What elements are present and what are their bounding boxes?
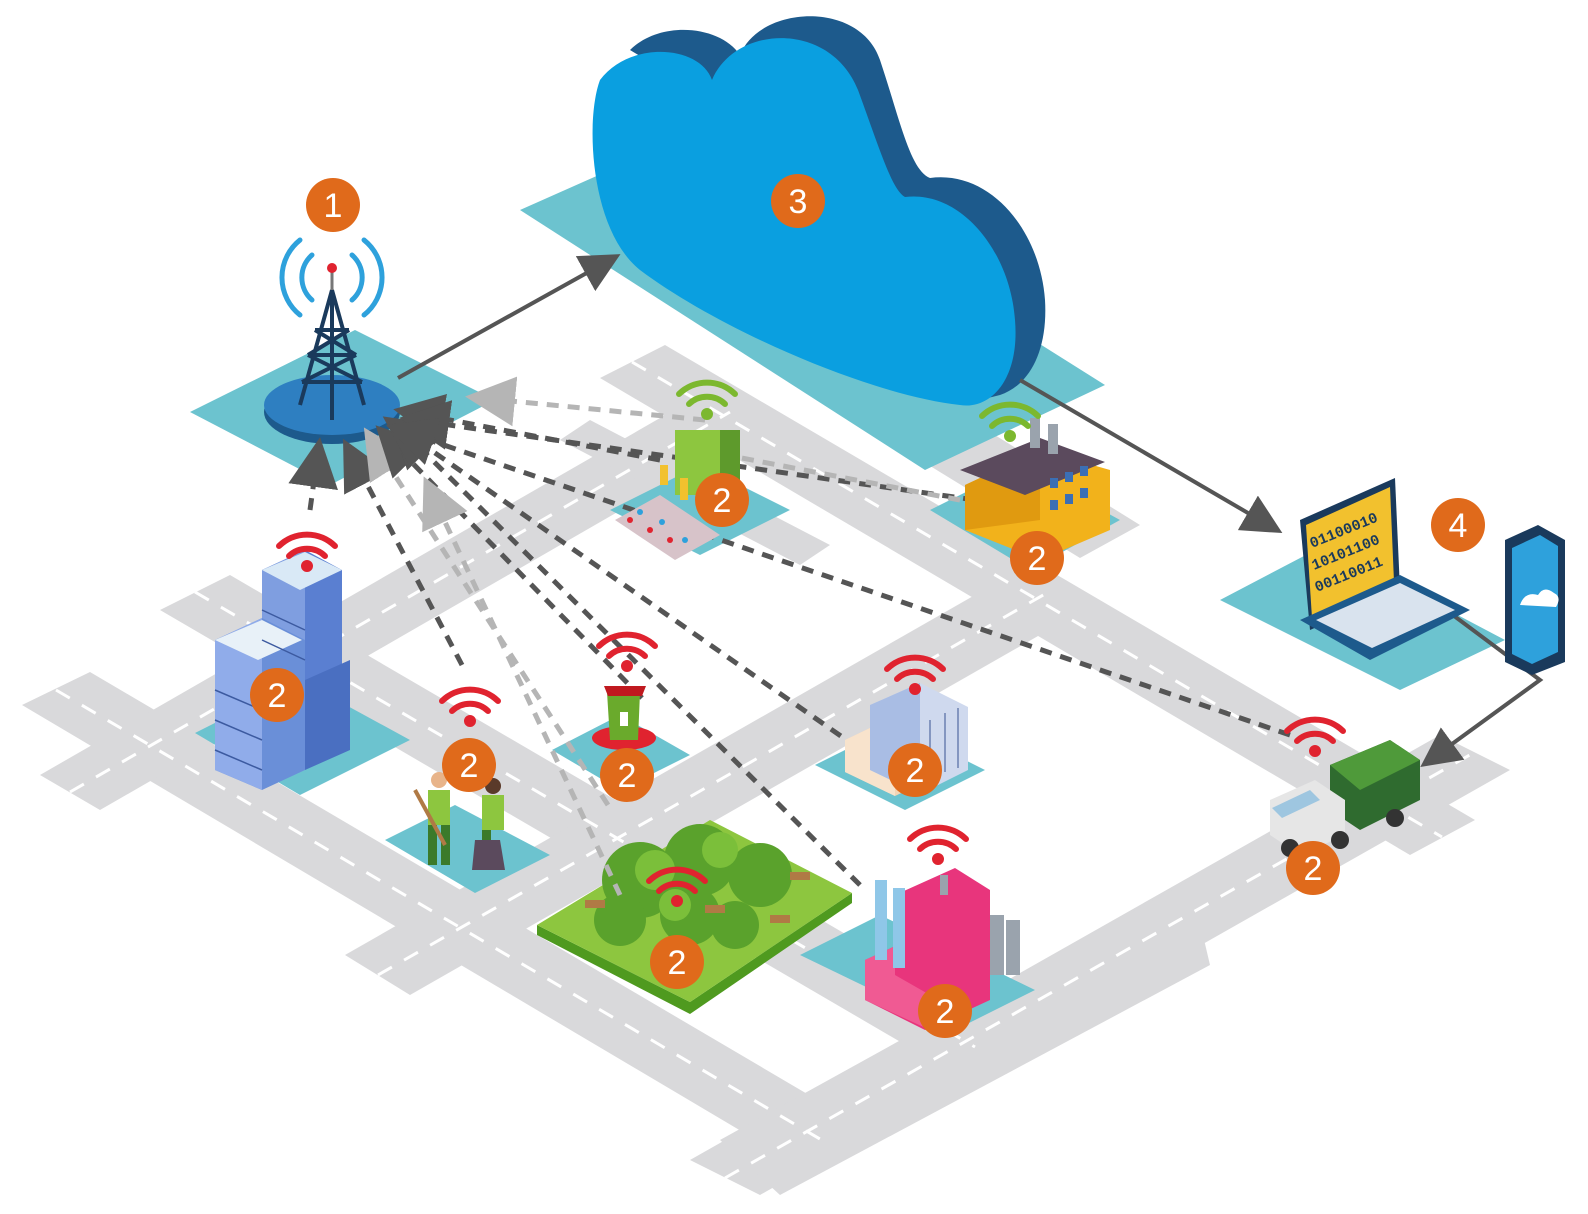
wifi-signal-icon [979,401,1041,442]
badge-label: 2 [668,944,687,982]
badge-label: 2 [460,747,479,785]
badge-recycling-plant: 2 [695,473,749,527]
sensor-links [288,376,1291,897]
wifi-signal-icon [439,686,501,727]
badge-workers: 2 [442,738,496,792]
wifi-signal-icon [907,824,969,865]
smartphone-icon [1505,525,1565,675]
wifi-signal-icon [276,531,338,572]
factory-icon [960,418,1110,560]
waste-bin-icon [592,686,656,750]
wifi-signal-icon [1284,716,1346,757]
park [537,820,852,1014]
wifi-signal-icon [596,631,658,672]
laptop-icon: 01100010 10101100 00110011 [1300,478,1470,660]
wifi-signal-group [276,379,1346,907]
number-badges: 1 3 4 2 2 2 2 2 2 2 2 2 [250,174,1485,1038]
workers-icon [413,772,505,870]
garbage-truck-icon [1270,740,1420,857]
badge-label: 2 [713,482,732,520]
badge-label: 2 [906,752,925,790]
badge-label: 2 [936,993,955,1031]
badge-office-tower: 2 [250,668,304,722]
data-flow-solid [397,254,1544,768]
office-building-icon [214,550,350,790]
recycling-plant [615,430,740,560]
badge-smart-bin: 2 [600,748,654,802]
badge-factory: 2 [1010,531,1064,585]
badge-label: 2 [618,757,637,795]
wifi-signal-icon [884,654,946,695]
wifi-signal-icon [676,379,738,420]
badge-label: 2 [1028,540,1047,578]
badge-label: 1 [324,187,343,225]
cell-tower-icon [264,237,400,444]
badge-apartment: 2 [888,743,942,797]
badge-incinerator: 2 [918,984,972,1038]
road-segment [720,880,1210,1195]
wifi-signal-icon [646,866,708,907]
badge-label: 2 [268,677,287,715]
badge-devices: 4 [1431,498,1485,552]
badge-park: 2 [650,935,704,989]
badge-label: 3 [789,183,808,221]
badge-cloud: 3 [771,174,825,228]
badge-label: 4 [1449,507,1468,545]
badge-label: 2 [1304,850,1323,888]
badge-tower: 1 [306,178,360,232]
badge-garbage-truck: 2 [1286,841,1340,895]
workers-pad [385,805,550,893]
